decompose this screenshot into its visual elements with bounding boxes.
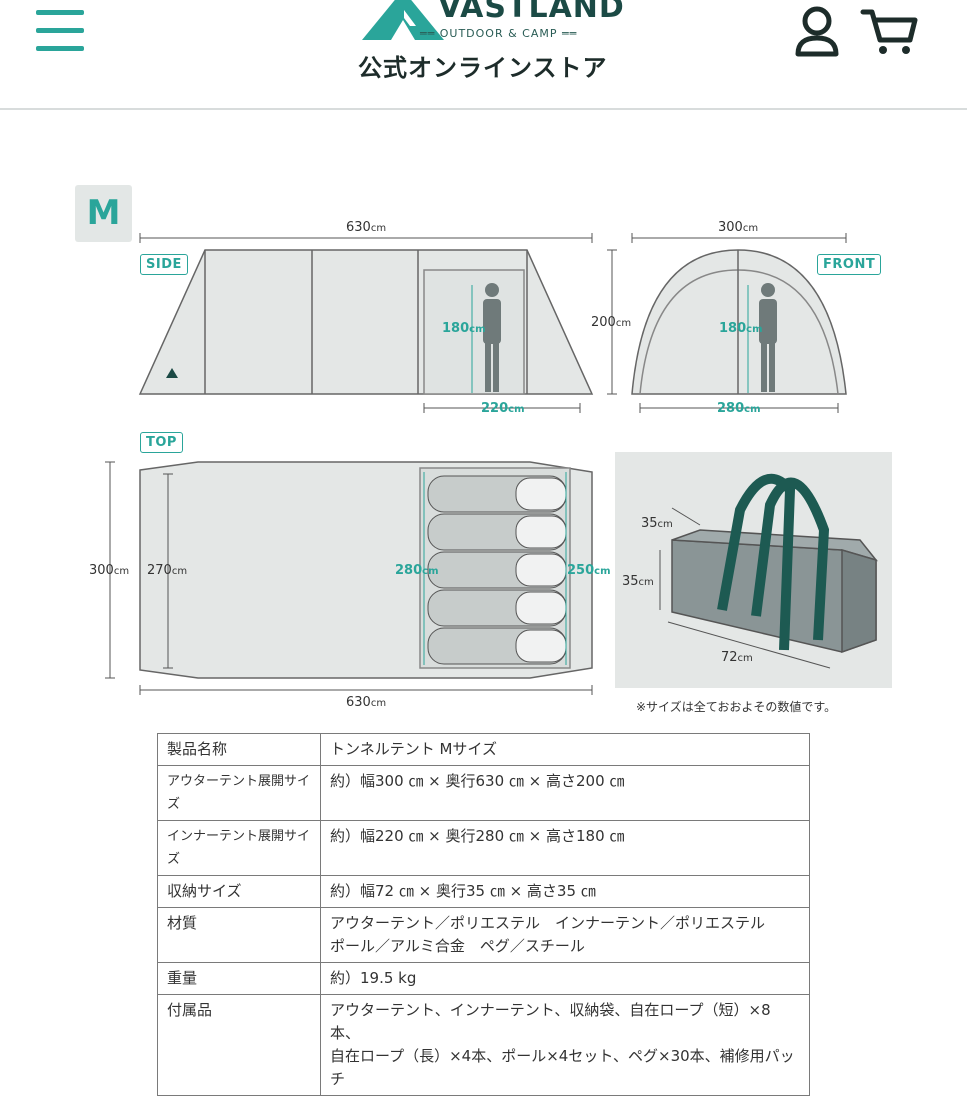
storage-bag-illustration [615, 452, 892, 688]
side-inner-width-dimension: 220cm [481, 401, 525, 416]
product-size-section: M SIDE FRONT TOP 630cm 300cm 180cm 200cm… [0, 110, 967, 1096]
front-person-height-dimension: 180cm [719, 321, 763, 336]
spec-table: 製品名称 トンネルテント Mサイズ アウターテント展開サイズ 約）幅300 ㎝ … [157, 733, 810, 1096]
spec-key: 収納サイズ [157, 875, 321, 908]
bag-height-dimension: 35cm [622, 574, 654, 589]
bag-depth-dimension: 35cm [641, 516, 673, 531]
table-row: 収納サイズ 約）幅72 ㎝ × 奥行35 ㎝ × 高さ35 ㎝ [157, 875, 810, 908]
site-header: VASTLAND ══ OUTDOOR & CAMP ══ 公式オンラインストア [0, 0, 967, 110]
top-length-dimension: 630cm [346, 695, 387, 710]
mountain-logo-icon [362, 0, 444, 40]
front-view-label: FRONT [817, 254, 882, 275]
spec-key: アウターテント展開サイズ [157, 765, 321, 821]
top-inner-depth-dimension: 270cm [147, 563, 188, 578]
bag-width-dimension: 72cm [721, 650, 753, 665]
size-note: ※サイズは全ておおよその数値です。 [636, 700, 837, 714]
spec-value: アウターテント／ポリエステル インナーテント／ポリエステルポール／アルミ合金 ペ… [320, 907, 810, 963]
cart-icon[interactable] [860, 4, 920, 58]
table-row: 製品名称 トンネルテント Mサイズ [157, 733, 810, 766]
table-row: インナーテント展開サイズ 約）幅220 ㎝ × 奥行280 ㎝ × 高さ180 … [157, 820, 810, 876]
brand-logo[interactable]: VASTLAND ══ OUTDOOR & CAMP ══ 公式オンラインストア [340, 0, 640, 100]
spec-value: 約）幅72 ㎝ × 奥行35 ㎝ × 高さ35 ㎝ [320, 875, 810, 908]
spec-key: 材質 [157, 907, 321, 963]
spec-key: インナーテント展開サイズ [157, 820, 321, 876]
spec-value: トンネルテント Mサイズ [320, 733, 810, 766]
brand-name: VASTLAND [438, 0, 625, 25]
spec-value: アウターテント、インナーテント、収納袋、自在ロープ（短）×8本、自在ロープ（長）… [320, 994, 810, 1096]
front-width-dimension: 300cm [718, 220, 759, 235]
brand-tagline: ══ OUTDOOR & CAMP ══ [420, 27, 578, 40]
spec-key: 付属品 [157, 994, 321, 1096]
store-name: 公式オンラインストア [358, 54, 608, 82]
front-view-drawing [631, 249, 847, 395]
top-depth-dimension: 300cm [89, 563, 130, 578]
table-row: 重量 約）19.5 kg [157, 962, 810, 995]
spec-key: 重量 [157, 962, 321, 995]
tent-diagrams [105, 233, 892, 695]
table-row: 付属品 アウターテント、インナーテント、収納袋、自在ロープ（短）×8本、自在ロー… [157, 994, 810, 1096]
side-person-height-dimension: 180cm [442, 321, 486, 336]
side-person-silhouette [483, 283, 501, 392]
sleeping-bags [427, 475, 567, 665]
spec-value: 約）幅220 ㎝ × 奥行280 ㎝ × 高さ180 ㎝ [320, 820, 810, 876]
side-view-drawing [138, 249, 594, 395]
side-view-label: SIDE [140, 254, 188, 275]
top-view-label: TOP [140, 432, 183, 453]
user-icon[interactable] [792, 4, 842, 58]
side-logo-icon [166, 368, 178, 378]
size-badge: M [75, 185, 132, 242]
table-row: アウターテント展開サイズ 約）幅300 ㎝ × 奥行630 ㎝ × 高さ200 … [157, 765, 810, 821]
side-length-dimension: 630cm [346, 220, 387, 235]
top-inner-length-dimension: 280cm [395, 563, 439, 578]
hamburger-menu-icon[interactable] [36, 8, 84, 54]
spec-value: 約）19.5 kg [320, 962, 810, 995]
table-row: 材質 アウターテント／ポリエステル インナーテント／ポリエステルポール／アルミ合… [157, 907, 810, 963]
spec-key: 製品名称 [157, 733, 321, 766]
side-height-dimension: 200cm [591, 315, 632, 330]
top-inner-width-dimension: 250cm [567, 563, 611, 578]
front-person-silhouette [759, 283, 777, 392]
spec-value: 約）幅300 ㎝ × 奥行630 ㎝ × 高さ200 ㎝ [320, 765, 810, 821]
front-inner-width-dimension: 280cm [717, 401, 761, 416]
